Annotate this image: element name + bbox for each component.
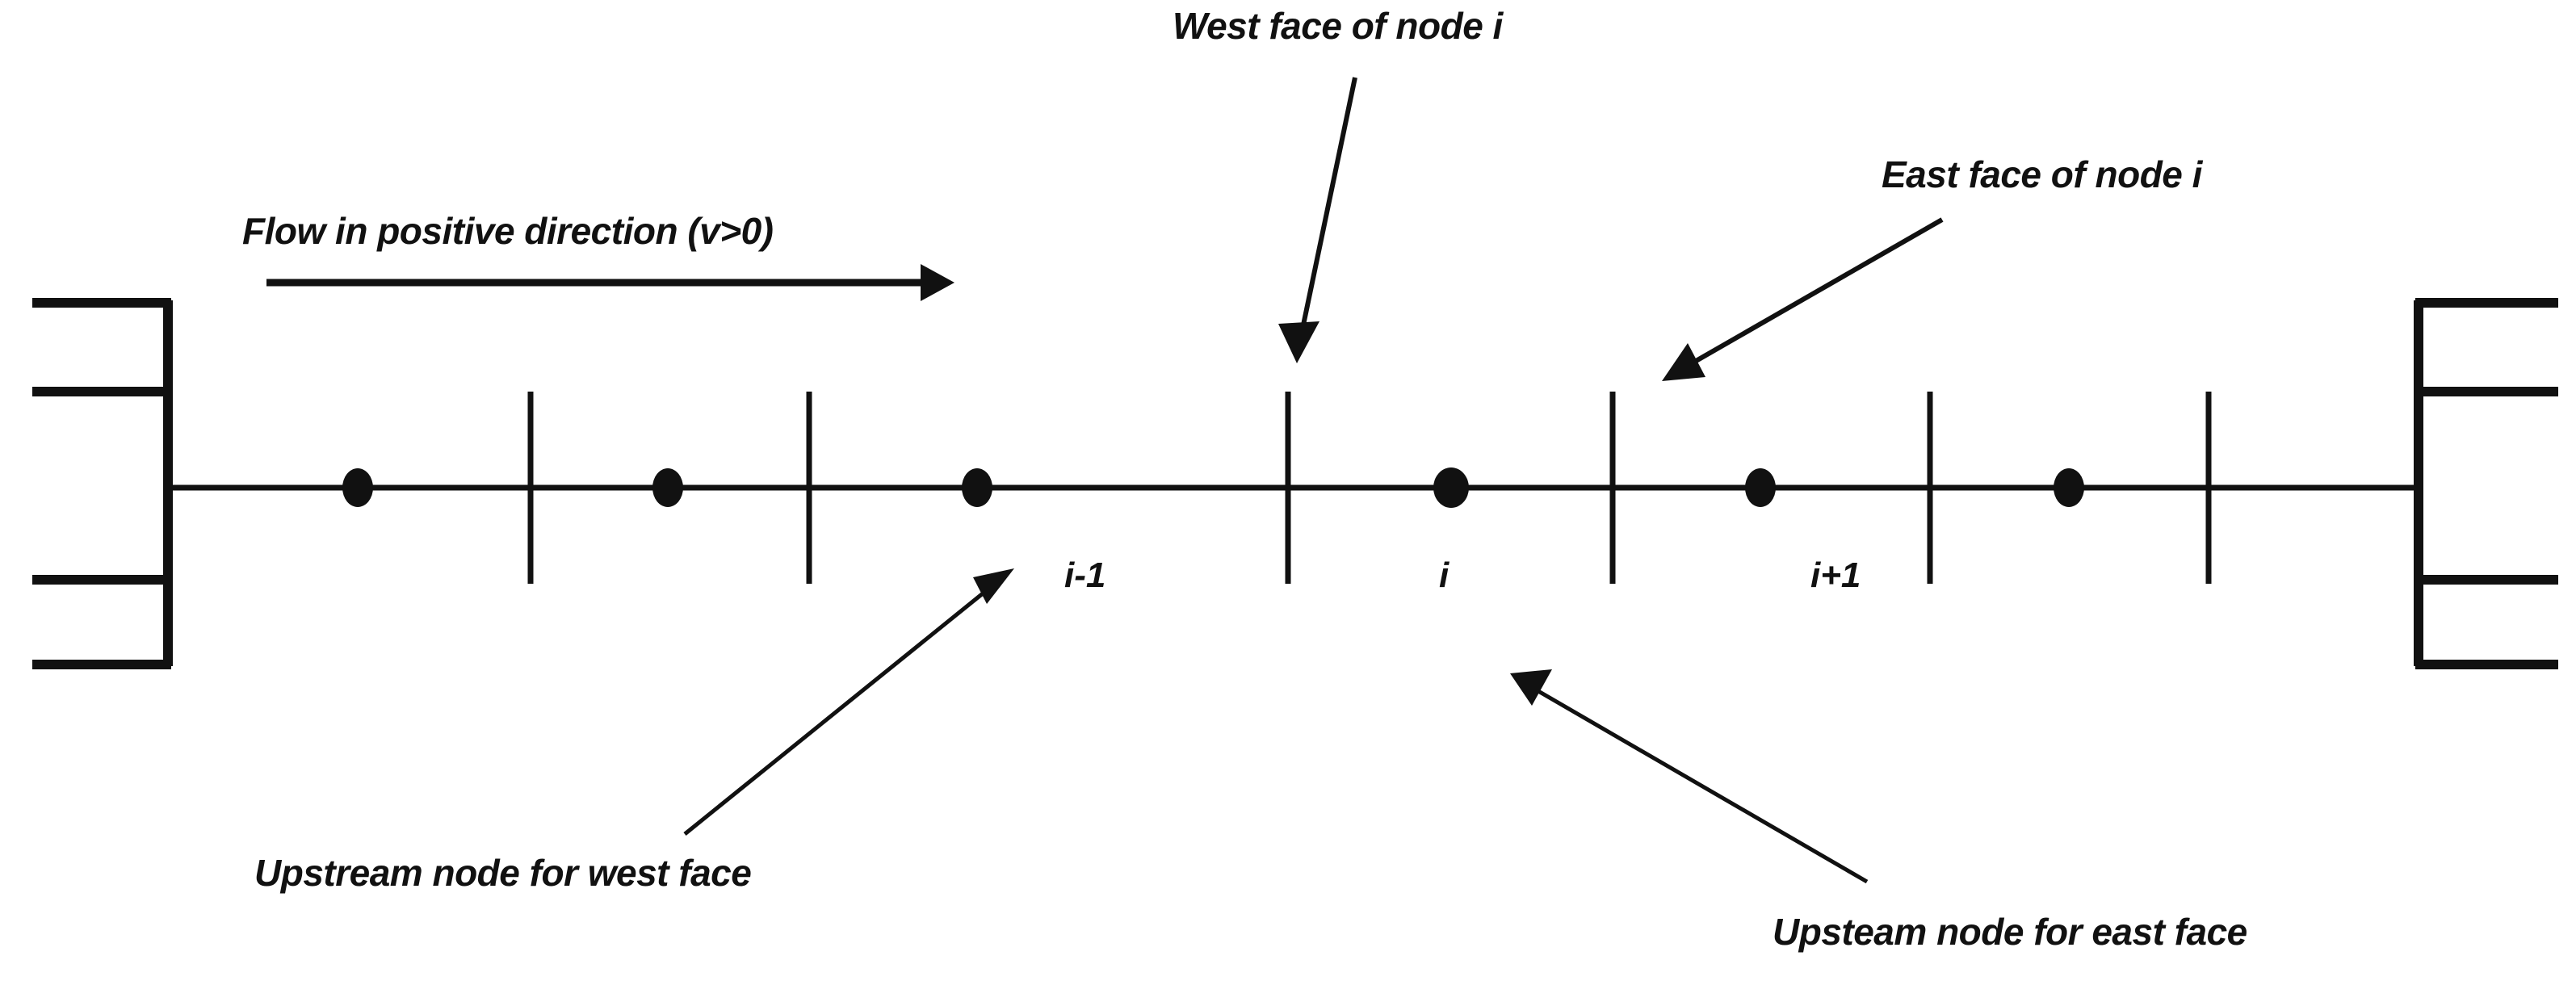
node-label-i: i xyxy=(1439,555,1450,595)
left-boundary-wall xyxy=(32,298,173,669)
node-dot-1 xyxy=(342,468,373,507)
flow-direction-arrow xyxy=(266,264,954,301)
east-face-leader xyxy=(1662,217,1944,381)
node-dot-6 xyxy=(2054,468,2084,507)
upstream-east-leader-arrowhead xyxy=(1510,669,1552,706)
west-face-leader-line xyxy=(1299,77,1357,333)
node-dot-i-minus-1 xyxy=(962,468,992,507)
cell-face-lines xyxy=(527,392,2212,584)
upstream-east-leader xyxy=(1510,669,1869,884)
west-face-leader xyxy=(1278,77,1357,363)
node-dot-i-plus-1 xyxy=(1745,468,1776,507)
right-boundary-wall xyxy=(2414,298,2558,669)
west-face-label: West face of node i xyxy=(1173,5,1504,47)
upstream-west-leader xyxy=(683,568,1014,836)
upstream-west-label: Upstream node for west face xyxy=(254,852,751,894)
east-face-leader-line xyxy=(1690,217,1944,366)
flow-arrow-head xyxy=(921,264,954,301)
upstream-east-leader-line xyxy=(1537,689,1869,884)
east-face-leader-arrowhead xyxy=(1662,343,1705,381)
node-dot-2 xyxy=(652,468,683,507)
node-dots xyxy=(342,467,2084,508)
node-label-i-plus-1: i+1 xyxy=(1810,555,1861,595)
west-face-leader-arrowhead xyxy=(1278,321,1319,363)
east-face-label: East face of node i xyxy=(1882,153,2204,195)
node-dot-i xyxy=(1433,467,1469,508)
upstream-east-label: Upsteam node for east face xyxy=(1773,911,2247,953)
upstream-west-leader-line xyxy=(683,589,988,836)
node-label-i-minus-1: i-1 xyxy=(1064,555,1105,595)
upstream-west-leader-arrowhead xyxy=(973,568,1014,604)
flow-direction-label: Flow in positive direction (v>0) xyxy=(242,210,774,252)
